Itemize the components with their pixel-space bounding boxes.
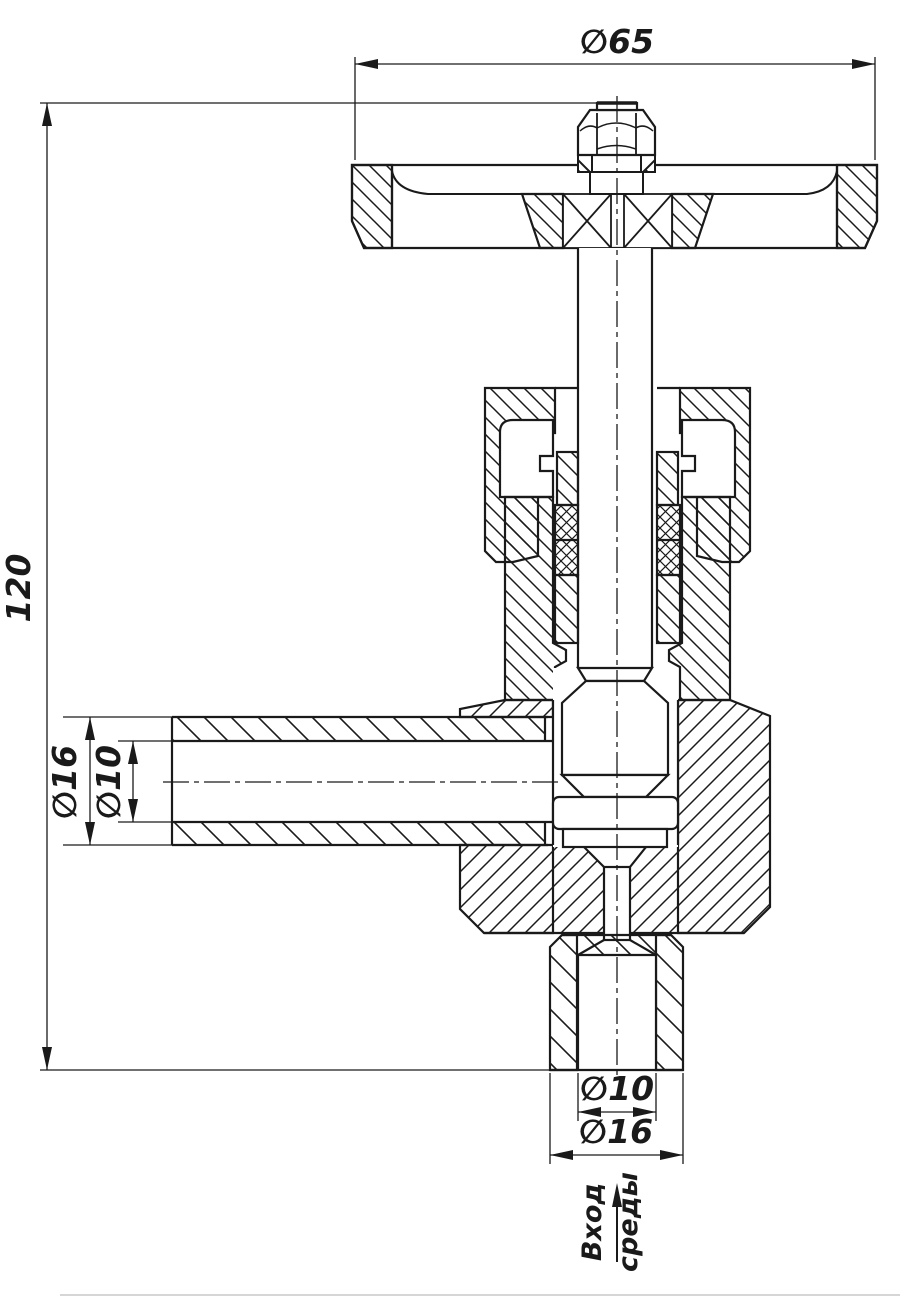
inlet-pipe-left-wall	[548, 933, 579, 1072]
flow-direction-arrow	[612, 1183, 622, 1262]
flow-label-word1: Вход	[577, 1183, 608, 1261]
body-top-left	[458, 698, 555, 719]
handwheel-hub-right-flank	[670, 192, 715, 250]
body-right	[676, 698, 772, 935]
flow-label-word2: среды	[613, 1172, 644, 1272]
label-overall-height: 120	[0, 554, 38, 623]
centerlines	[163, 96, 618, 1078]
needle-cone	[583, 846, 647, 868]
handwheel-spoke-recess-right	[713, 170, 838, 195]
needle-guide-collar	[551, 795, 680, 831]
dimensions	[40, 57, 876, 1262]
label-inlet-bore: ∅10	[580, 1069, 654, 1108]
label-outlet-outer: ∅16	[45, 745, 84, 819]
seat-opening	[577, 939, 657, 956]
dimension-outlet-bore	[118, 740, 172, 823]
handwheel-outline	[350, 163, 879, 250]
label-handwheel-diameter: ∅65	[580, 22, 654, 61]
bonnet-flange-right	[680, 418, 737, 499]
handwheel	[350, 163, 879, 250]
gland-right	[655, 450, 680, 507]
dimension-inlet-bore	[577, 1073, 657, 1121]
needle-neck	[576, 666, 654, 683]
bonnet-inner-right	[655, 573, 682, 645]
bonnet-flange-left	[498, 418, 555, 499]
needle-head	[560, 679, 670, 777]
dimension-handwheel-diameter	[354, 57, 876, 160]
inlet-pipe-right-wall	[654, 933, 685, 1072]
dimension-inlet-outer	[549, 1073, 684, 1164]
dimension-outlet-outer	[63, 716, 172, 846]
label-inlet-outer: ∅16	[579, 1112, 653, 1151]
label-outlet-bore: ∅10	[89, 745, 128, 819]
gland-left	[555, 450, 580, 507]
handwheel-hub-left-flank	[520, 192, 565, 250]
outlet-pipe	[170, 715, 553, 847]
bonnet-inner-left	[553, 573, 580, 645]
body-bottom-left	[458, 843, 555, 935]
handwheel-spoke-recess-left	[391, 170, 522, 195]
stem	[576, 248, 654, 668]
needle	[551, 666, 680, 942]
dimension-overall-height	[40, 102, 597, 1071]
hub-thread-section	[562, 193, 673, 249]
bonnet	[483, 386, 752, 702]
needle-lower-band	[561, 827, 669, 849]
packing	[553, 503, 682, 577]
